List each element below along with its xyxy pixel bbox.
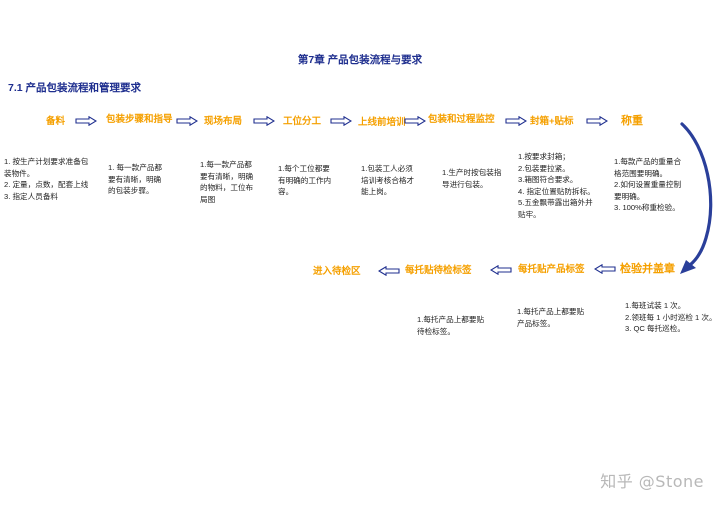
step-pending-area: 进入待检区 bbox=[313, 266, 361, 277]
step-sealing-labeling: 封箱+贴标 bbox=[530, 116, 574, 127]
step-material-prep: 备料 bbox=[46, 116, 66, 127]
flow-arrow-icon bbox=[404, 116, 426, 126]
flow-arrow-left-icon bbox=[594, 264, 616, 274]
step-pallet-pending-label: 每托贴待检标签 bbox=[405, 265, 472, 276]
curved-flow-arrow-icon bbox=[680, 122, 713, 274]
desc-weighing: 1.每款产品的重量合 格范围要明确。 2.如何设置重量控制 要明确。 3. 10… bbox=[614, 157, 682, 213]
step-packing-guide: 包装步骤和指导 bbox=[106, 114, 173, 125]
watermark: 知乎 @Stone bbox=[600, 472, 704, 491]
flow-arrow-icon bbox=[586, 116, 608, 126]
step-site-layout: 现场布局 bbox=[204, 116, 243, 127]
desc-station-division: 1.每个工位都要 有明确的工作内 容。 bbox=[278, 164, 332, 197]
step-station-division: 工位分工 bbox=[283, 116, 322, 127]
desc-pallet-product-label: 1.每托产品上都要贴 产品标签。 bbox=[517, 307, 585, 328]
step-inspect-stamp: 检验并盖章 bbox=[620, 263, 675, 275]
step-pallet-product-label: 每托贴产品标签 bbox=[518, 264, 585, 275]
desc-sealing-labeling: 1.按要求封箱； 2.包装要拉紧。 3.箱图符合要求。 4. 指定位置贴防拆标。… bbox=[518, 152, 595, 219]
desc-pallet-pending-label: 1.每托产品上都要贴 待检标签。 bbox=[417, 315, 485, 336]
desc-material-prep: 1. 按生产计划要求准备包 装物件。 2. 定量，点数，配套上线 3. 指定人员… bbox=[4, 157, 89, 201]
flow-arrow-icon bbox=[330, 116, 352, 126]
flow-arrow-icon bbox=[75, 116, 97, 126]
desc-packing-guide: 1. 每一款产品都 要有清晰，明确 的包装步骤。 bbox=[108, 163, 163, 196]
desc-process-monitoring: 1.生产时按包装指 导进行包装。 bbox=[442, 168, 502, 189]
desc-site-layout: 1.每一款产品都 要有清晰，明确 的物料，工位布 局图 bbox=[200, 160, 254, 204]
chapter-title: 第7章 产品包装流程与要求 bbox=[297, 54, 423, 66]
step-weighing: 称重 bbox=[621, 115, 643, 127]
section-title: 7.1 产品包装流程和管理要求 bbox=[8, 82, 142, 94]
step-pre-training: 上线前培训 bbox=[358, 117, 406, 128]
flow-arrow-icon bbox=[253, 116, 275, 126]
flow-arrow-left-icon bbox=[490, 265, 512, 275]
flow-arrow-icon bbox=[505, 116, 527, 126]
desc-inspect-stamp: 1.每班试装 1 次。 2.领班每 1 小时巡检 1 次。 3. QC 每托巡检… bbox=[625, 301, 717, 334]
flow-arrow-icon bbox=[176, 116, 198, 126]
flow-arrow-left-icon bbox=[378, 266, 400, 276]
step-process-monitoring: 包装和过程监控 bbox=[428, 114, 495, 125]
desc-pre-training: 1.包装工人必须 培训考核合格才 能上岗。 bbox=[361, 164, 415, 197]
